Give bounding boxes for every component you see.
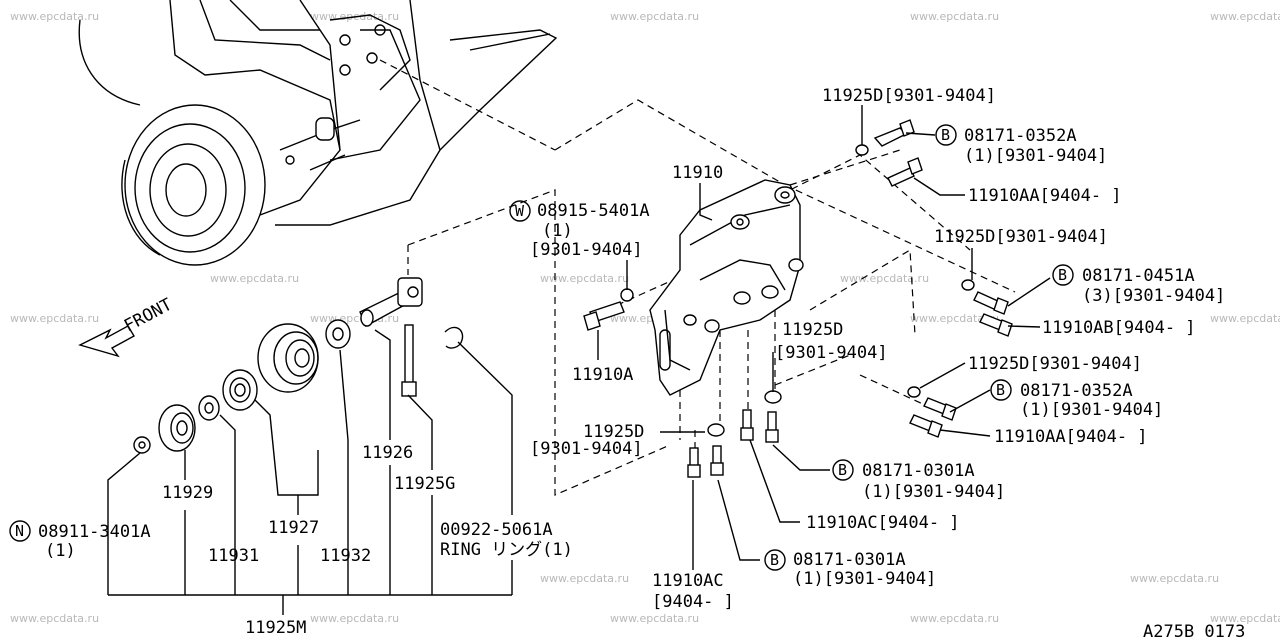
watermark: www.epcdata.ru [540,572,629,585]
label-11910a: 11910A [572,365,633,385]
label-08171-0301a-low: 08171-0301A [793,550,906,570]
label-ring: RING リング(1) [440,540,573,560]
circle-letter-n: N [15,522,24,540]
fasteners-upper [583,119,1013,478]
label-11910aa-low: 11910AA[9404- ] [994,427,1148,447]
watermark: www.epcdata.ru [1210,612,1280,625]
watermark: www.epcdata.ru [540,272,629,285]
label-11925d-top: 11925D[9301-9404] [822,86,996,106]
circle-markers: B W B B B B N [9,124,1074,571]
label-11929: 11929 [162,483,213,503]
label-11910: 11910 [672,163,723,183]
watermark: www.epcdata.ru [1130,572,1219,585]
label-11925d-mid: 11925D[9301-9404] [934,227,1108,247]
label-11927: 11927 [268,518,319,538]
label-11910ac-low-date: [9404- ] [652,592,734,612]
label-08171-0352a-top: 08171-0352A [964,126,1077,146]
watermark: www.epcdata.ru [910,612,999,625]
leader-lines [107,105,1051,615]
bracket-11910 [649,179,804,396]
label-08915-qty: (1) [542,221,573,241]
label-08171-0301a-right: 08171-0301A [862,461,975,481]
label-11925m: 11925M [245,618,306,638]
label-11925d-right-date: [9301-9404] [775,343,888,363]
watermark: www.epcdata.ru [840,272,929,285]
washer-icon [961,279,975,291]
label-08915-5401a: 08915-5401A [537,201,650,221]
watermark: www.epcdata.ru [910,10,999,23]
label-08915-date: [9301-9404] [530,240,643,260]
engine-block [78,0,558,266]
circle-letter-w: W [515,202,525,220]
footer-code: A275B 0173 [1143,622,1245,640]
label-11925d-left-date: [9301-9404] [530,439,643,459]
label-11910ac-low: 11910AC [652,571,724,591]
label-08911-qty: (1) [45,541,76,561]
front-label: FRONT [121,295,176,337]
label-00922-5061a: 00922-5061A [440,520,553,540]
label-11910aa-top: 11910AA[9404- ] [968,186,1122,206]
circle-letter-b: B [838,461,847,479]
circle-letter-b: B [770,551,779,569]
washer-icon [620,288,634,302]
label-08171-0451a-sub: (3)[9301-9404] [1082,286,1225,306]
label-08171-0352a-low: 08171-0352A [1020,381,1133,401]
watermark: www.epcdata.ru [10,10,99,23]
circle-letter-b: B [941,126,950,144]
watermark: www.epcdata.ru [1210,312,1280,325]
washer-icon [855,144,869,156]
label-08171-0301a-right-sub: (1)[9301-9404] [862,482,1005,502]
watermark: www.epcdata.ru [10,312,99,325]
circle-letter-b: B [1058,266,1067,284]
label-08171-0352a-low-sub: (1)[9301-9404] [1020,400,1163,420]
label-11925d-left: 11925D [583,422,644,442]
label-08171-0352a-top-sub: (1)[9301-9404] [964,146,1107,166]
label-11925d-low: 11925D[9301-9404] [968,354,1142,374]
front-arrow-icon: FRONT [78,295,176,358]
label-11910ab: 11910AB[9404- ] [1042,318,1196,338]
label-08171-0451a: 08171-0451A [1082,266,1195,286]
circle-letter-b: B [996,381,1005,399]
washer-icon [764,390,782,404]
label-08911-3401a: 08911-3401A [38,522,151,542]
label-08171-0301a-low-sub: (1)[9301-9404] [793,569,936,589]
watermark: www.epcdata.ru [210,272,299,285]
label-11925d-right: 11925D [782,320,843,340]
part-labels: 11925D[9301-9404] 08171-0352A (1)[9301-9… [38,86,1245,640]
label-11932: 11932 [320,546,371,566]
washer-icon [707,423,725,437]
label-11926: 11926 [362,443,413,463]
watermark: www.epcdata.ru [310,612,399,625]
label-11925g: 11925G [394,474,455,494]
label-11931: 11931 [208,546,259,566]
washer-icon [907,386,921,398]
watermark: www.epcdata.ru [10,612,99,625]
label-11910ac-right: 11910AC[9404- ] [806,513,960,533]
watermark: www.epcdata.ru [610,612,699,625]
watermark: www.epcdata.ru [910,312,999,325]
idler-pulley-assembly [133,277,464,454]
watermark: www.epcdata.ru [610,10,699,23]
watermark: www.epcdata.ru [1210,10,1280,23]
